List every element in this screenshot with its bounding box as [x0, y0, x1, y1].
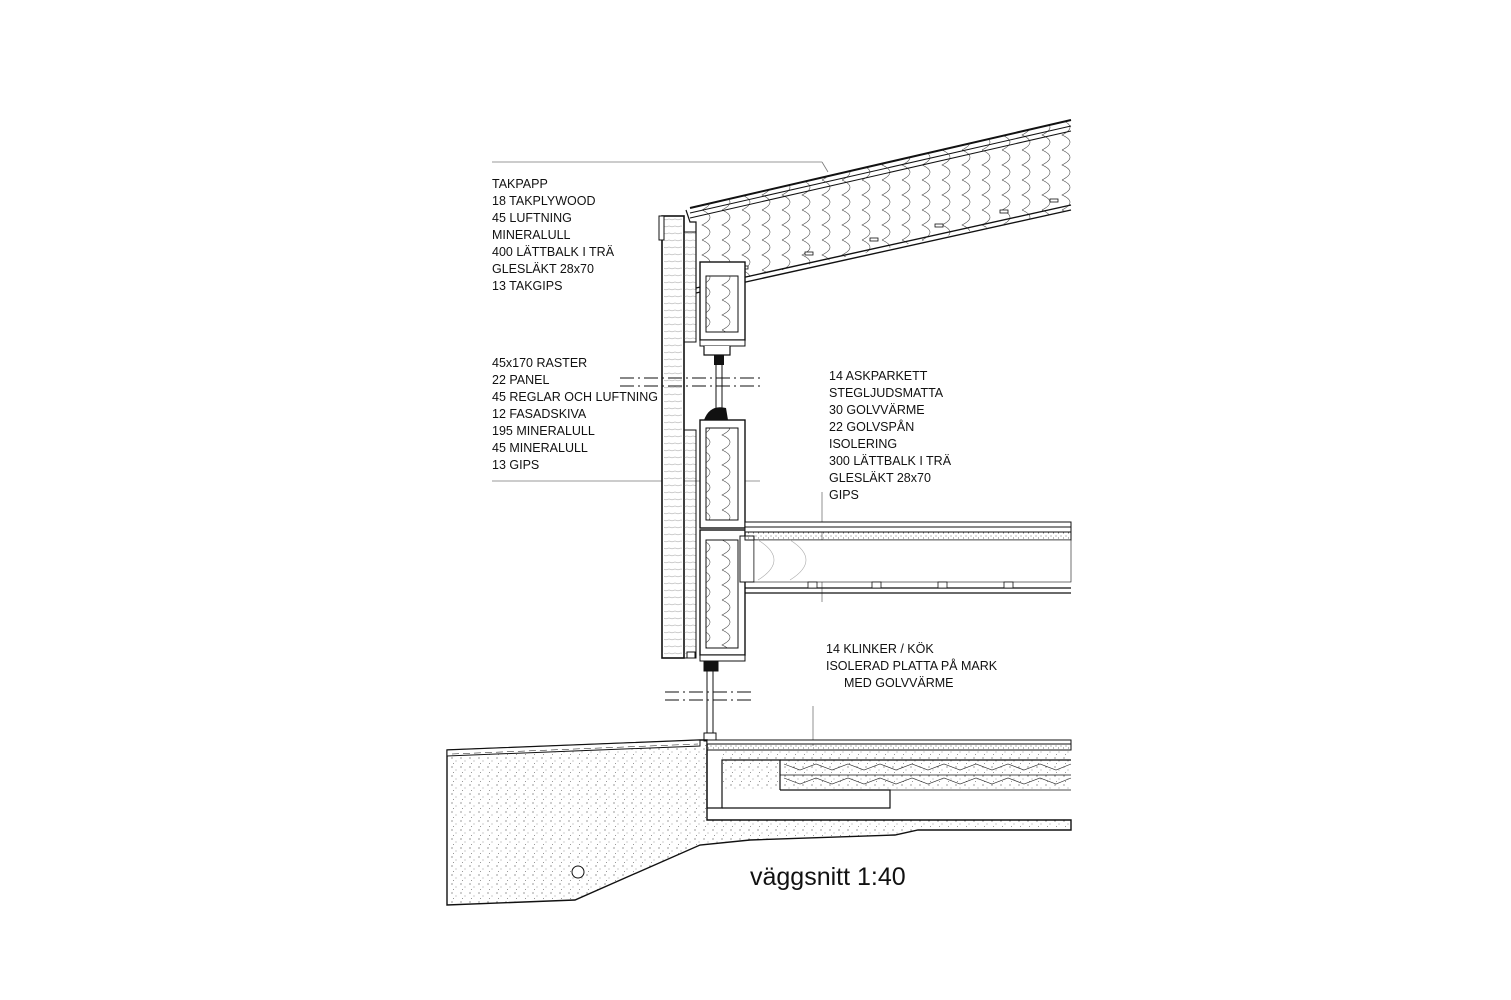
roof-note-line: GLESLÄKT 28x70 — [492, 262, 594, 276]
roof-assembly — [685, 119, 1072, 294]
roof-note-line: TAKPAPP — [492, 177, 548, 191]
floor-annotation: 14 ASKPARKETT STEGLJUDSMATTA 30 GOLVVÄRM… — [829, 369, 952, 502]
floor-note-line: 30 GOLVVÄRME — [829, 403, 925, 417]
ground-note-line: ISOLERAD PLATTA PÅ MARK — [826, 658, 998, 673]
floor-note-line: 14 ASKPARKETT — [829, 369, 928, 383]
floor-note-line: ISOLERING — [829, 437, 897, 451]
roof-note-line: 45 LUFTNING — [492, 211, 572, 225]
ground-note-line: 14 KLINKER / KÖK — [826, 642, 934, 656]
upper-wall-frame — [699, 261, 746, 365]
facade-panel — [658, 215, 697, 659]
wall-note-line: 12 FASADSKIVA — [492, 407, 587, 421]
drawing-title: väggsnitt 1:40 — [750, 863, 906, 891]
roof-note-line: 400 LÄTTBALK I TRÄ — [492, 245, 615, 259]
wall-note-line: 22 PANEL — [492, 373, 549, 387]
floor-note-line: 300 LÄTTBALK I TRÄ — [829, 454, 952, 468]
ground-slab — [446, 739, 1072, 906]
roof-note-line: 13 TAKGIPS — [492, 279, 562, 293]
floor-note-line: GIPS — [829, 488, 859, 502]
roof-note-line: MINERALULL — [492, 228, 571, 242]
floor-note-line: 22 GOLVSPÅN — [829, 419, 914, 434]
roof-annotation: TAKPAPP 18 TAKPLYWOOD 45 LUFTNING MINERA… — [492, 177, 615, 293]
floor-note-line: GLESLÄKT 28x70 — [829, 471, 931, 485]
lower-window — [665, 654, 755, 742]
wall-annotation: 45x170 RASTER 22 PANEL 45 REGLAR OCH LUF… — [492, 356, 658, 472]
window-glazing — [620, 365, 760, 408]
ground-annotation: 14 KLINKER / KÖK ISOLERAD PLATTA PÅ MARK… — [826, 642, 998, 690]
floor-note-line: STEGLJUDSMATTA — [829, 386, 944, 400]
wall-note-line: 45 MINERALULL — [492, 441, 588, 455]
roof-note-line: 18 TAKPLYWOOD — [492, 194, 596, 208]
wall-note-line: 45x170 RASTER — [492, 356, 587, 370]
ground-note-line: MED GOLVVÄRME — [844, 676, 954, 690]
wall-note-line: 45 REGLAR OCH LUFTNING — [492, 390, 658, 404]
floor-assembly — [744, 521, 1072, 594]
wall-note-line: 195 MINERALULL — [492, 424, 595, 438]
wall-note-line: 13 GIPS — [492, 458, 539, 472]
